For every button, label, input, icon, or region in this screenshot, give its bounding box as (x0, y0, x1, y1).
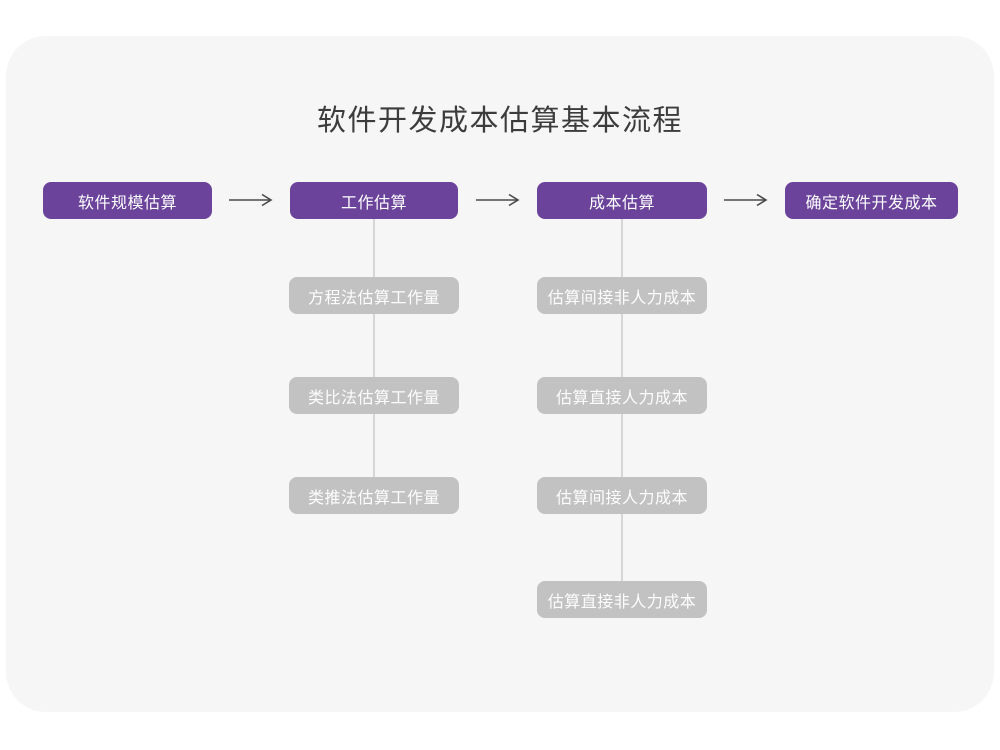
arrow-right-icon (475, 193, 521, 207)
node-label: 确定软件开发成本 (805, 194, 938, 212)
node-indirect-labor-cost: 估算间接人力成本 (537, 477, 707, 514)
node-label: 类推法估算工作量 (307, 489, 440, 507)
connector-line-work (373, 219, 375, 497)
node-extrapolation-method: 类推法估算工作量 (289, 477, 459, 514)
node-label: 成本估算 (588, 194, 655, 212)
node-equation-method: 方程法估算工作量 (289, 277, 459, 314)
node-label: 类比法估算工作量 (307, 389, 440, 407)
node-direct-labor-cost: 估算直接人力成本 (537, 377, 707, 414)
node-label: 工作估算 (340, 194, 407, 212)
arrow-right-icon (228, 193, 274, 207)
node-label: 估算直接人力成本 (555, 389, 688, 407)
canvas-card (6, 36, 994, 712)
node-label: 估算间接人力成本 (555, 489, 688, 507)
node-cost-estimation: 成本估算 (537, 182, 707, 219)
node-determine-dev-cost: 确定软件开发成本 (785, 182, 958, 219)
node-indirect-nonlabor-cost: 估算间接非人力成本 (537, 277, 707, 314)
node-label: 估算间接非人力成本 (547, 289, 697, 307)
node-label: 方程法估算工作量 (307, 289, 440, 307)
node-label: 估算直接非人力成本 (547, 593, 697, 611)
arrow-right-icon (723, 193, 769, 207)
node-direct-nonlabor-cost: 估算直接非人力成本 (537, 581, 707, 618)
node-analogy-method: 类比法估算工作量 (289, 377, 459, 414)
node-work-estimation: 工作估算 (290, 182, 458, 219)
node-label: 软件规模估算 (77, 194, 177, 212)
node-software-scale-estimation: 软件规模估算 (43, 182, 212, 219)
diagram-title: 软件开发成本估算基本流程 (316, 105, 683, 137)
